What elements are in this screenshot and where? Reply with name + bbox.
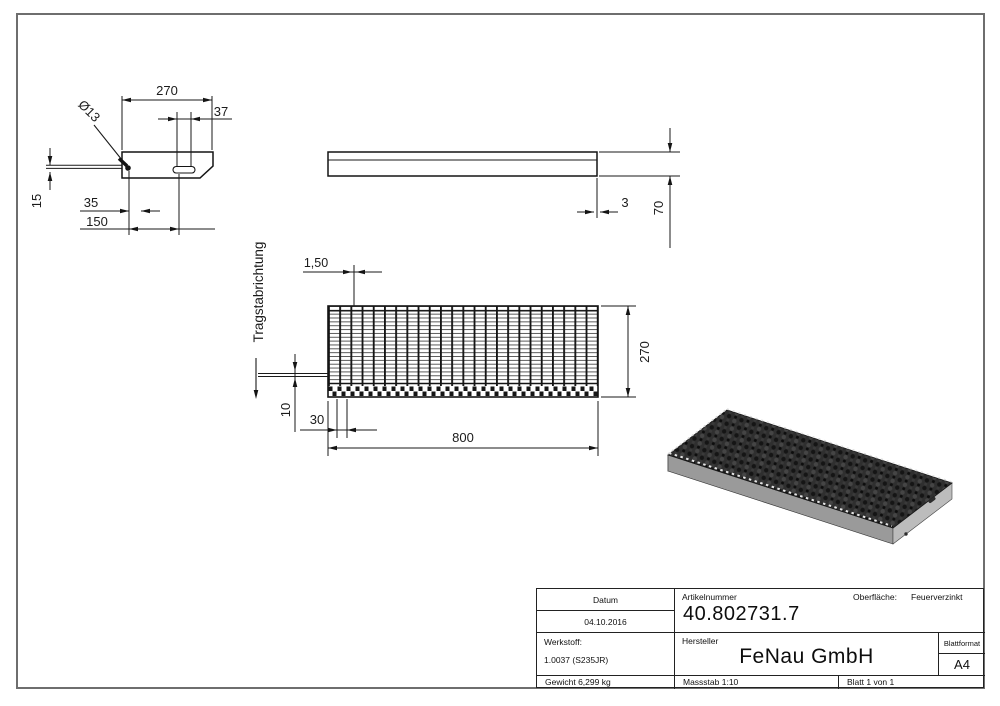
dim-150bar-label: 1,50 — [304, 256, 328, 270]
direction-arrow-icon — [253, 390, 259, 399]
dim-3-label: 3 — [621, 195, 628, 210]
blattformat-value-cell: A4 — [939, 654, 985, 675]
side-view: 270 37 Ø13 35 150 15 — [29, 83, 232, 235]
blattformat-label: Blattformat — [943, 638, 981, 648]
dim-270-top-label: 270 — [637, 341, 652, 363]
dim-150-label: 150 — [86, 214, 108, 229]
grating-mesh — [328, 306, 598, 386]
dim-hole-label: Ø13 — [75, 97, 103, 125]
blattformat-label-cell: Blattformat — [939, 633, 985, 654]
end-plate-hole — [904, 532, 908, 536]
artikelnummer-cell: Artikelnummer 40.802731.7 Oberfläche: Fe… — [675, 589, 985, 633]
werkstoff-cell: Werkstoff: 1.0037 (S235JR) — [537, 633, 675, 675]
grating-serrated-edge — [328, 386, 598, 397]
grating-3d-mesh — [667, 409, 953, 529]
hersteller-cell: Hersteller FeNau GmbH — [675, 633, 939, 675]
dim-10-label: 10 — [278, 403, 293, 417]
oberflaeche-label: Oberfläche: — [853, 592, 897, 602]
blattformat-value: A4 — [954, 657, 970, 672]
front-view: 3 70 — [327, 128, 680, 248]
blatt-cell: Blatt 1 von 1 — [839, 675, 985, 689]
dim-270-side-label: 270 — [156, 83, 178, 98]
hersteller-value: FeNau GmbH — [739, 645, 874, 668]
isometric-view — [667, 408, 953, 545]
werkstoff-value: 1.0037 (S235JR) — [544, 655, 609, 665]
top-view: 1,50 270 800 10 30 Tragstabrichtung — [251, 242, 652, 456]
datum-value: 04.10.2016 — [584, 616, 627, 627]
oberflaeche-value: Feuerverzinkt — [911, 592, 963, 602]
gewicht-cell: Gewicht 6,299 kg — [537, 675, 675, 689]
bearing-bar-direction-label: Tragstabrichtung — [251, 242, 266, 343]
dim-800-label: 800 — [452, 430, 474, 445]
dim-35-label: 35 — [84, 195, 98, 210]
massstab-cell: Massstab 1:10 — [675, 675, 839, 689]
page-border — [16, 13, 985, 689]
dim-70-label: 70 — [651, 201, 666, 215]
dim-30-label: 30 — [310, 412, 324, 427]
werkstoff-label: Werkstoff: — [544, 637, 582, 647]
datum-value-cell: 04.10.2016 — [537, 611, 675, 633]
artikelnummer-value: 40.802731.7 — [683, 603, 800, 625]
dim-37-label: 37 — [214, 104, 228, 119]
artikelnummer-label: Artikelnummer — [682, 592, 737, 602]
end-plate-slot — [928, 496, 936, 504]
hersteller-label: Hersteller — [682, 636, 719, 646]
dim-15-label: 15 — [29, 194, 44, 208]
title-block: Datum 04.10.2016 Artikelnummer 40.802731… — [536, 588, 985, 689]
datum-label-cell: Datum — [537, 589, 675, 611]
datum-label: Datum — [592, 594, 619, 605]
